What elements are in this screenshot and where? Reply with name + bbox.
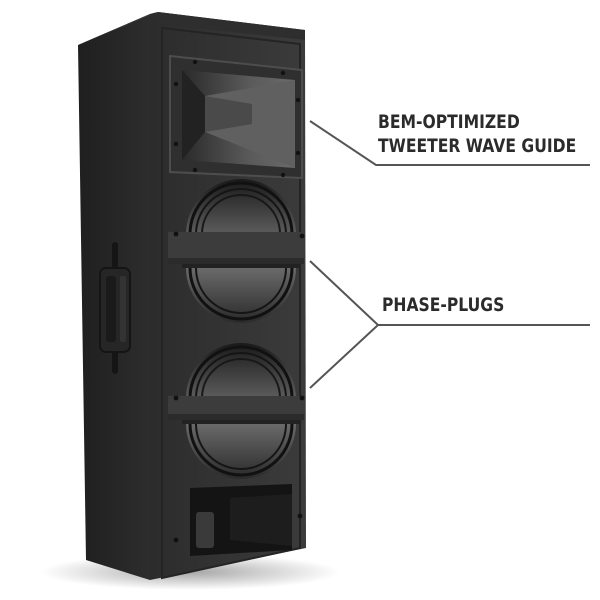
callout-phase-plugs-label: PHASE-PLUGS — [382, 293, 504, 317]
callout-tweeter-line-1: BEM-OPTIMIZED — [378, 111, 520, 133]
side-handle — [99, 242, 131, 374]
callout-line-phase-plugs — [309, 260, 590, 389]
tweeter-wave-guide — [169, 54, 303, 180]
callout-phase-plugs-line-1: PHASE-PLUGS — [382, 294, 505, 316]
woofer-upper — [168, 179, 305, 323]
woofer-lower — [168, 343, 305, 479]
callout-line-tweeter — [309, 120, 590, 166]
callout-tweeter-line-2: TWEETER WAVE GUIDE — [378, 135, 577, 157]
callout-tweeter-label: BEM-OPTIMIZED TWEETER WAVE GUIDE — [378, 110, 576, 158]
bass-port — [173, 484, 303, 556]
